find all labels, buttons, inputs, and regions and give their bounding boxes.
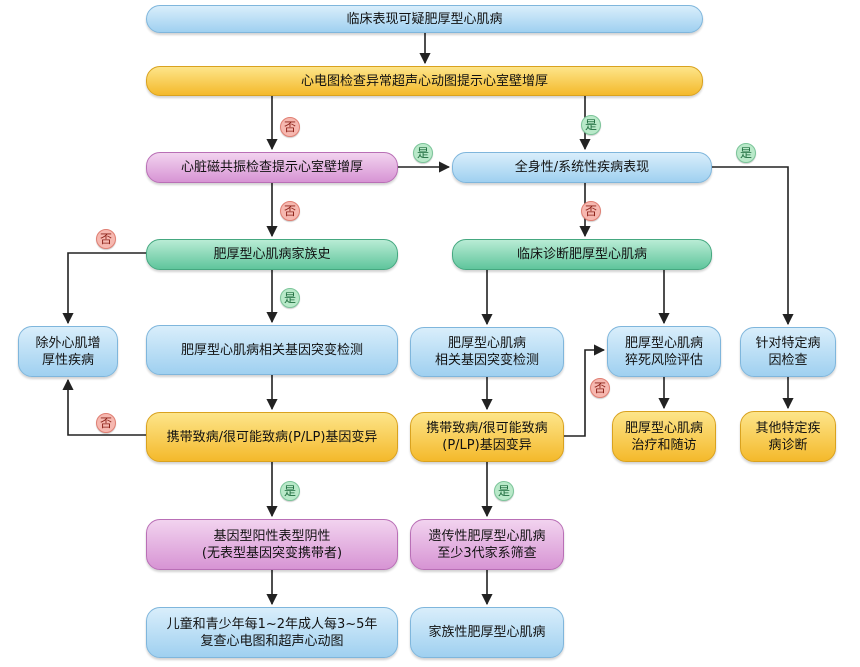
node-hereditary-screening: 遗传性肥厚型心肌病 至少3代家系筛查	[410, 519, 564, 570]
arrow-systemic-to-specific	[712, 166, 794, 326]
node-genetic-testing-mid: 肥厚型心肌病 相关基因突变检测	[410, 327, 564, 377]
badge-yes-ecg-to-systemic: 是	[581, 115, 601, 135]
node-genotype-pos-phenotype-neg: 基因型阳性表型阴性 (无表型基因突变携带者)	[146, 519, 398, 570]
node-family-history: 肥厚型心肌病家族史	[146, 239, 398, 270]
badge-no-cmr-to-family: 否	[280, 201, 300, 221]
node-plp-variant-left: 携带致病/很可能致病(P/LP)基因变异	[146, 412, 398, 462]
badge-yes-variant-to-genotype: 是	[280, 481, 300, 501]
badge-yes-family-to-genetic: 是	[280, 288, 300, 308]
node-genetic-testing-left: 肥厚型心肌病相关基因突变检测	[146, 325, 398, 375]
node-cmr-thickening: 心脏磁共振检查提示心室壁增厚	[146, 152, 398, 183]
badge-no-ecg-to-cmr: 否	[280, 117, 300, 137]
node-ecg-echo-abnormal: 心电图检查异常超声心动图提示心室壁增厚	[146, 66, 703, 96]
node-scd-risk: 肥厚型心肌病 猝死风险评估	[607, 326, 721, 377]
node-specific-workup: 针对特定病 因检查	[740, 327, 836, 377]
badge-yes-systemic-to-specific: 是	[736, 143, 756, 163]
arrow-variant-mid-to-scd	[564, 344, 606, 437]
node-treatment-followup: 肥厚型心肌病 治疗和随访	[612, 411, 716, 462]
node-clinical-suspicion: 临床表现可疑肥厚型心肌病	[146, 5, 703, 33]
badge-yes-variant-mid-to-hereditary: 是	[494, 481, 514, 501]
arrow-family-to-exclude	[62, 252, 148, 325]
node-clinical-diagnosis: 临床诊断肥厚型心肌病	[452, 239, 712, 270]
node-systemic-disease: 全身性/系统性疾病表现	[452, 152, 712, 183]
badge-no-family-to-exclude: 否	[96, 229, 116, 249]
node-followup-schedule: 儿童和青少年每1~2年成人每3~5年 复查心电图和超声心动图	[146, 607, 398, 658]
badge-no-systemic-to-clinical: 否	[581, 201, 601, 221]
badge-yes-cmr-to-systemic: 是	[413, 143, 433, 163]
badge-no-variant-to-exclude: 否	[96, 413, 116, 433]
node-plp-variant-mid: 携带致病/很可能致病 (P/LP)基因变异	[410, 412, 564, 462]
node-other-diagnosis: 其他特定疾 病诊断	[740, 411, 836, 462]
node-exclude-hcm: 除外心肌增 厚性疾病	[18, 326, 118, 377]
arrow-variant-to-exclude	[62, 378, 148, 436]
node-familial-hcm: 家族性肥厚型心肌病	[410, 607, 564, 658]
badge-no-variant-mid-to-scd: 否	[590, 378, 610, 398]
